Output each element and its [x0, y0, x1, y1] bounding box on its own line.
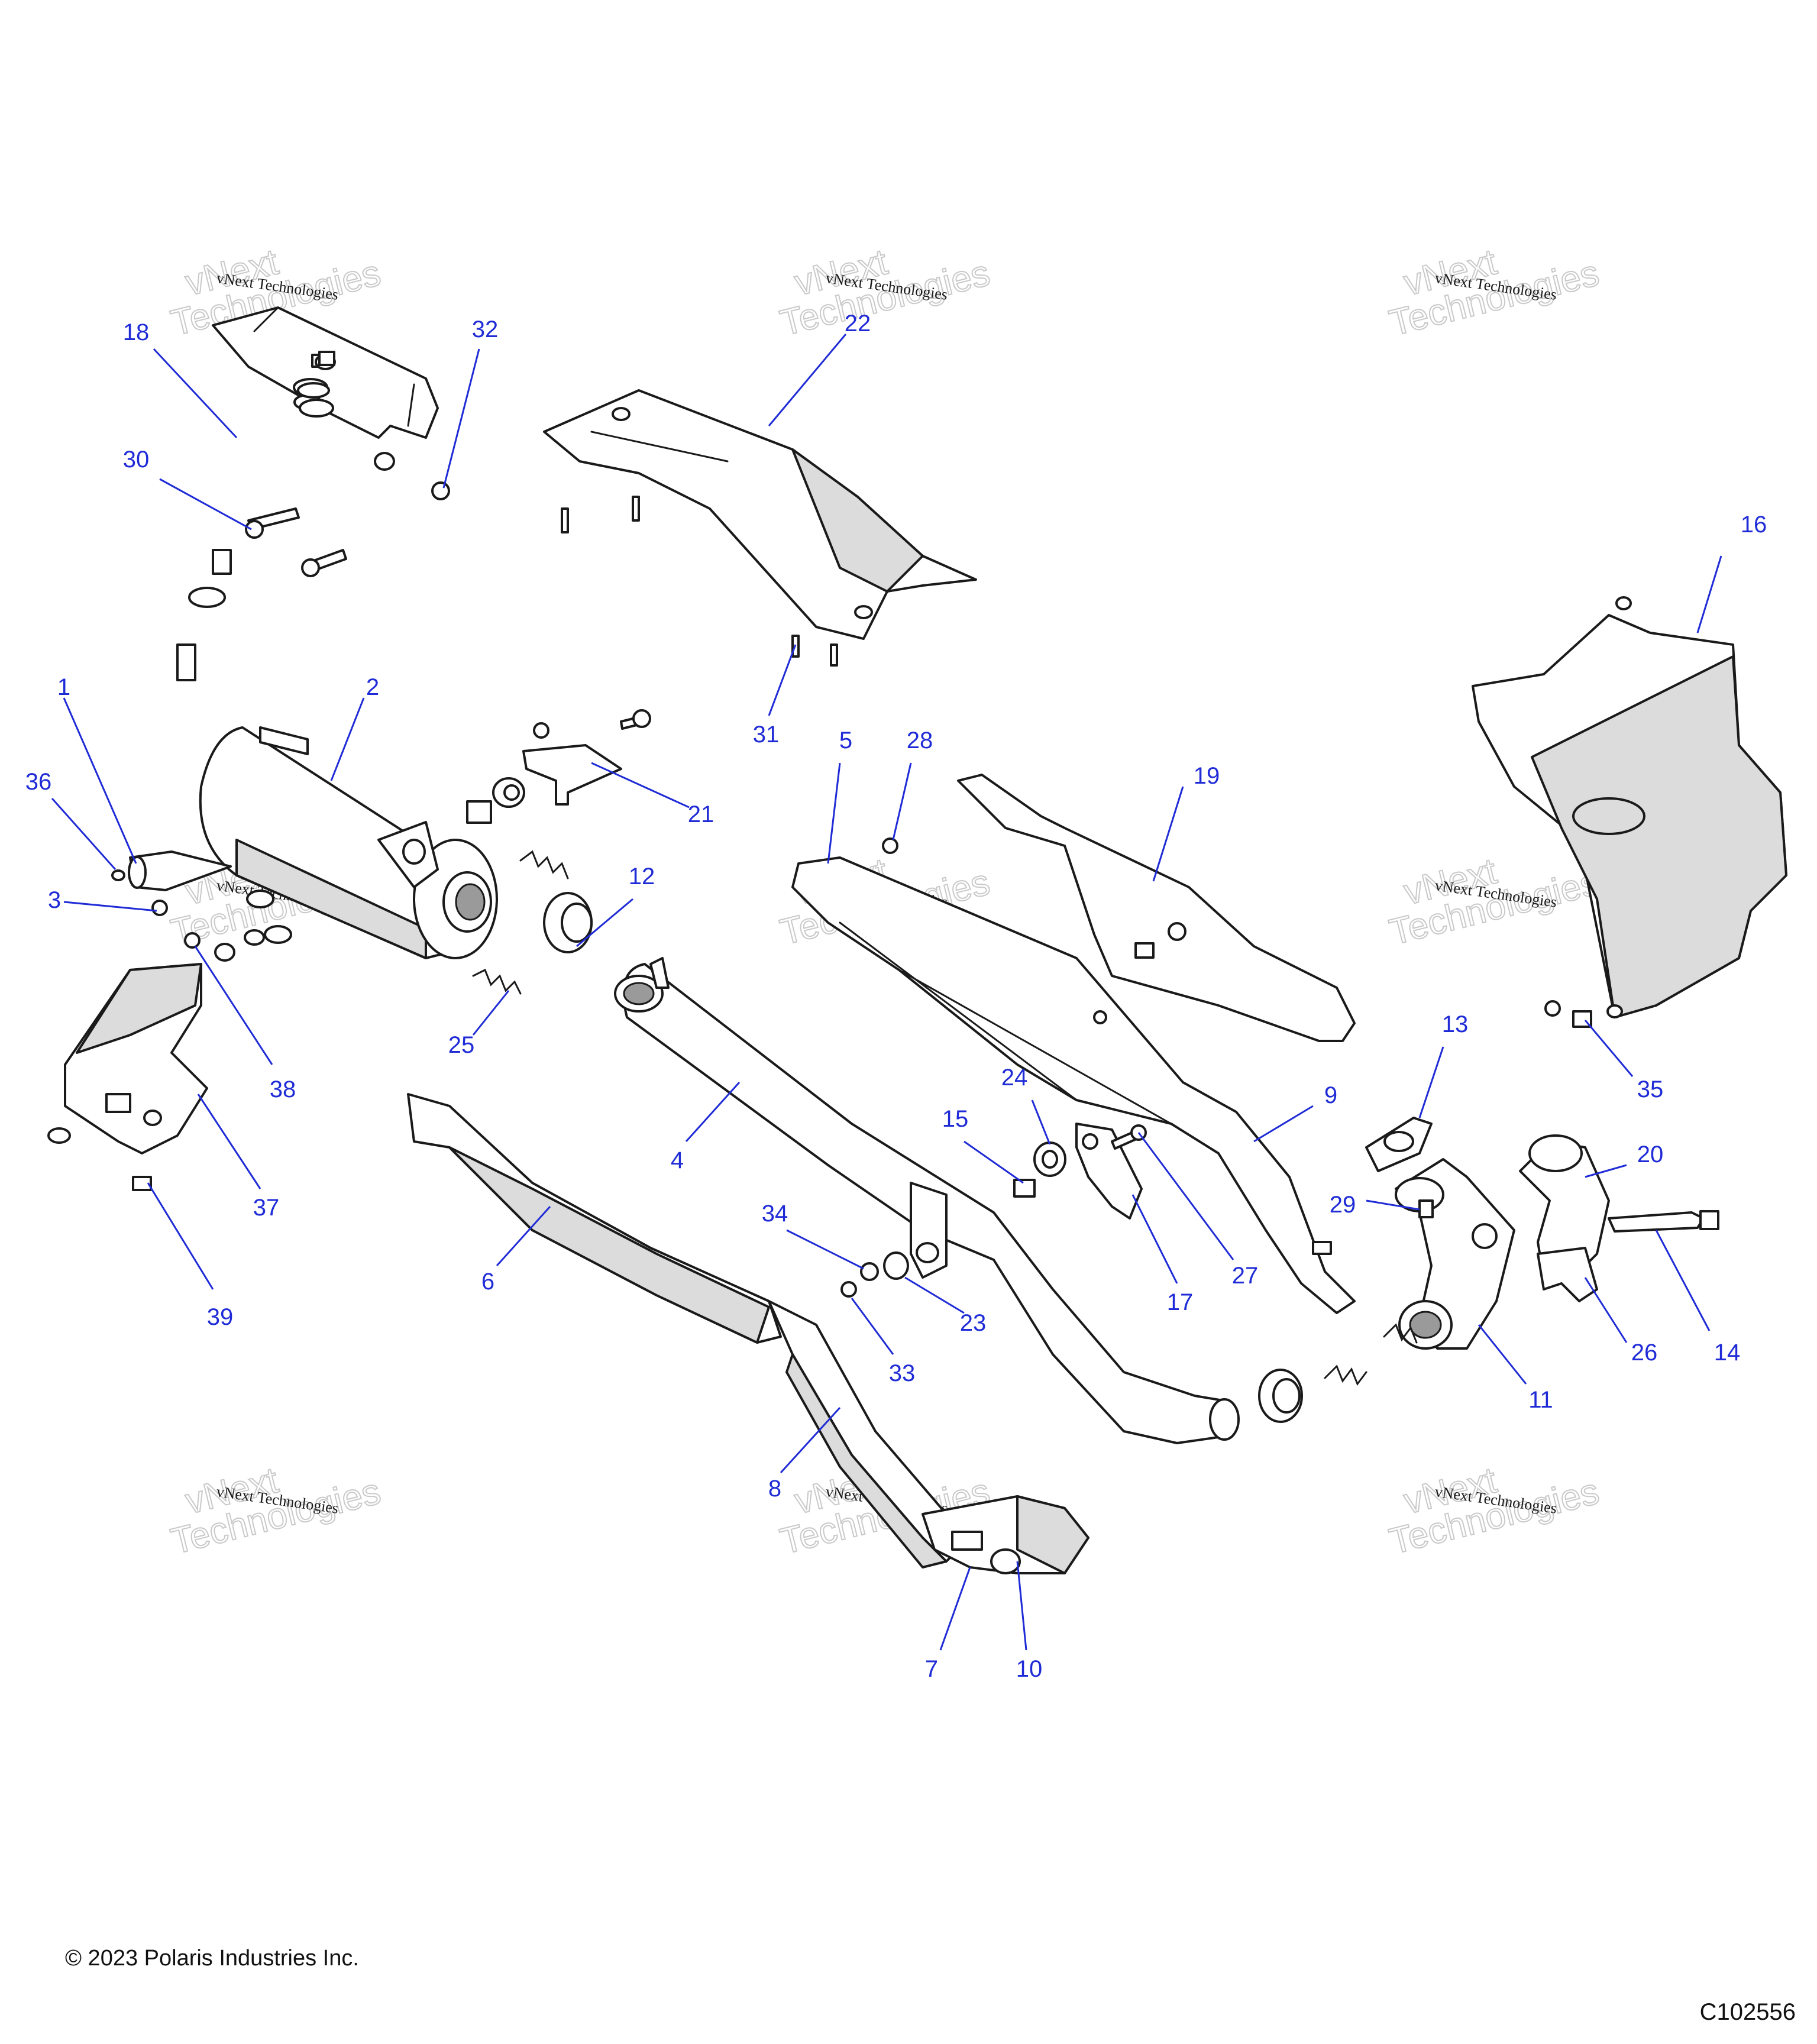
junction-7-10	[922, 1495, 1089, 1574]
callout-12: 12	[629, 863, 655, 890]
callout-28: 28	[907, 727, 933, 753]
callout-11: 11	[1528, 1387, 1553, 1413]
header-assembly	[1258, 1117, 1719, 1423]
heat-shield-19	[957, 774, 1356, 1042]
muffler-hardware	[184, 890, 292, 962]
callout-18: 18	[123, 319, 150, 345]
callout-20: 20	[1637, 1141, 1664, 1167]
callout-22: 22	[845, 311, 871, 337]
heat-shield-37	[47, 963, 208, 1191]
callout-1: 1	[57, 674, 70, 700]
callout-30: 30	[123, 447, 150, 473]
callout-32: 32	[472, 316, 499, 342]
callout-2: 2	[366, 674, 379, 700]
callout-5: 5	[839, 727, 852, 753]
heat-shield-5-9	[791, 837, 1356, 1314]
callout-7: 7	[925, 1656, 938, 1682]
callout-36: 36	[25, 769, 52, 795]
head-pipe-4	[614, 957, 1240, 1444]
muffler-2	[199, 726, 498, 959]
callout-16: 16	[1741, 512, 1767, 538]
callout-8: 8	[768, 1476, 781, 1502]
callout-35: 35	[1637, 1076, 1664, 1102]
callout-33: 33	[889, 1360, 916, 1386]
callout-25: 25	[448, 1032, 475, 1058]
callout-9: 9	[1324, 1082, 1337, 1108]
heat-shield-22	[543, 389, 977, 667]
heat-shield-16	[1472, 596, 1787, 1028]
heat-shield-18	[212, 306, 439, 439]
copyright-notice: © 2023 Polaris Industries Inc.	[65, 1946, 359, 1971]
bracket-17	[1075, 1123, 1147, 1220]
callout-15: 15	[942, 1106, 969, 1132]
callout-24: 24	[1001, 1065, 1028, 1091]
callout-27: 27	[1232, 1263, 1259, 1289]
callout-17: 17	[1167, 1289, 1194, 1315]
callout-10: 10	[1016, 1656, 1043, 1682]
callout-26: 26	[1631, 1340, 1658, 1366]
callout-14: 14	[1714, 1340, 1741, 1366]
springs-12-25	[472, 850, 593, 995]
leader-lines	[51, 334, 1722, 1651]
callout-38: 38	[270, 1076, 296, 1102]
callout-23: 23	[960, 1310, 987, 1336]
callout-37: 37	[253, 1195, 280, 1221]
callout-labels: 1 2 3 4 5 6 7 8 9 10 11 12 13 14 15 16 1…	[25, 311, 1767, 1682]
callout-39: 39	[207, 1304, 234, 1330]
callout-34: 34	[762, 1201, 788, 1227]
callout-21: 21	[688, 801, 714, 827]
callout-6: 6	[481, 1269, 494, 1295]
parts	[47, 306, 1787, 1574]
callout-4: 4	[671, 1147, 684, 1173]
bracket-21	[466, 709, 651, 824]
hardware-18	[176, 351, 450, 681]
callout-31: 31	[753, 722, 780, 748]
drawing-number: C102556	[1699, 1999, 1796, 2025]
heat-shield-6	[407, 1093, 782, 1344]
washers	[840, 1141, 1066, 1298]
callout-3: 3	[48, 887, 61, 913]
callout-29: 29	[1330, 1192, 1356, 1218]
callout-19: 19	[1194, 763, 1220, 789]
callout-13: 13	[1442, 1011, 1469, 1037]
